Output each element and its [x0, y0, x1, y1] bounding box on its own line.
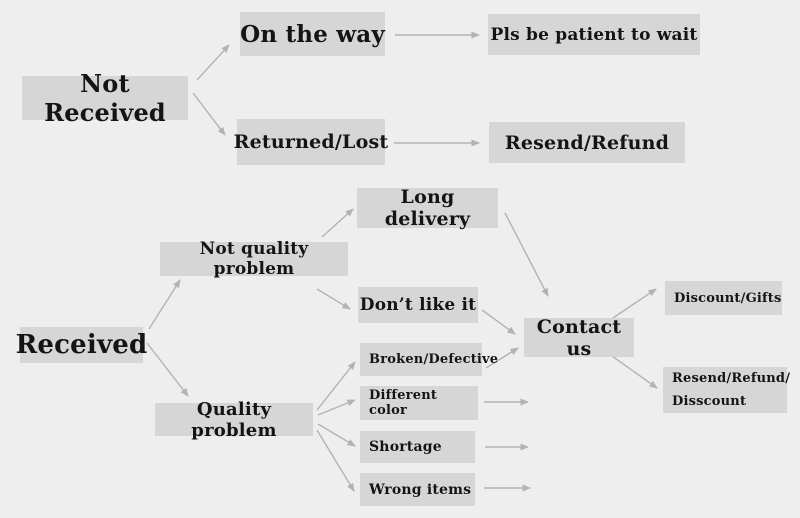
arrow-not-received-to-on-the-way: [196, 44, 230, 81]
arrow-not-received-to-returned-lost: [192, 92, 226, 136]
node-long-delivery: Long delivery: [357, 186, 498, 230]
node-wrong-items: Wrong items: [360, 473, 475, 506]
node-quality-problem: Quality problem: [155, 399, 313, 441]
arrow-quality-to-shortage: [317, 423, 356, 447]
node-resend-refund: Resend/Refund: [489, 122, 685, 163]
node-pls-be-patient-to-wait: Pls be patient to wait: [488, 14, 700, 55]
node-not-quality-problem: Not quality problem: [160, 239, 348, 279]
arrow-received-to-not-quality-problem: [148, 279, 181, 330]
arrow-not-quality-to-dont-like-it: [316, 288, 351, 310]
arrow-contact-us-to-discount-gifts: [612, 288, 657, 319]
node-discount-gifts: Discount/Gifts: [665, 281, 782, 315]
arrow-quality-to-broken-defective: [316, 361, 356, 411]
arrow-quality-to-wrong-items: [316, 429, 355, 492]
node-broken-defective: Broken/Defective: [360, 343, 498, 376]
arrow-contact-us-to-resend-disscount: [611, 355, 658, 389]
arrow-long-delivery-to-contact-us: [504, 212, 549, 297]
node-returned-lost: Returned/Lost: [234, 119, 388, 165]
arrow-dont-like-it-to-contact-us: [481, 309, 516, 335]
node-received: Received: [16, 327, 147, 363]
node-not-received: Not Received: [22, 69, 188, 127]
arrow-quality-to-different-color: [317, 399, 356, 416]
node-on-the-way: On the way: [240, 12, 385, 56]
node-different-color: Different color: [360, 386, 478, 420]
node-shortage: Shortage: [360, 431, 475, 463]
node-dont-like-it: Don’t like it: [358, 287, 478, 323]
node-resend-refund-disscount: Resend/Refund/ Disscount: [663, 367, 790, 413]
arrow-received-to-quality-problem: [146, 342, 189, 397]
arrow-not-quality-to-long-delivery: [321, 208, 354, 238]
node-contact-us: Contact us: [524, 316, 634, 360]
